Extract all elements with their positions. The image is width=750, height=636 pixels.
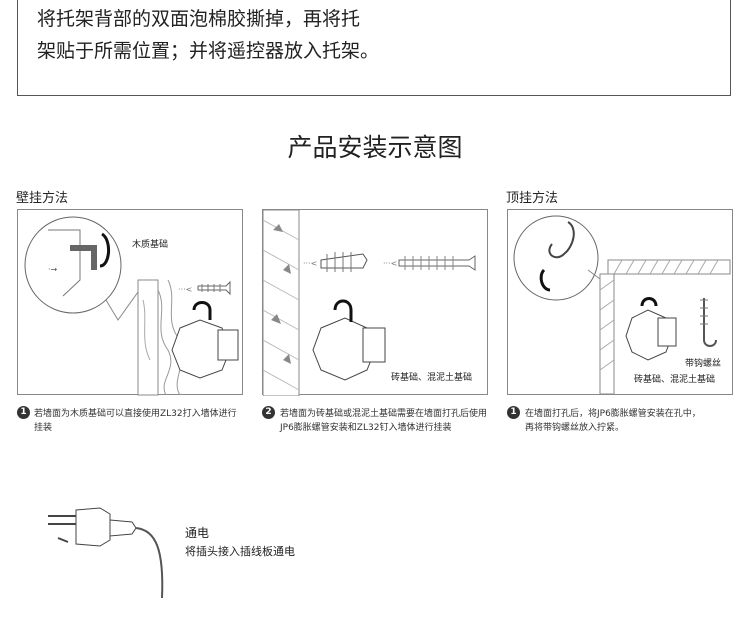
intro-box [17,0,731,96]
ceiling-step-badge: 1 [507,406,520,419]
step-2-text: 若墙面为砖基础或混泥土基础需要在墙面打孔后使用 JP6膨胀螺管安装和ZL32钉入… [280,407,487,435]
ceiling-method-label: 顶挂方法 [506,191,559,206]
power-desc: 将插头接入插线板通电 [185,545,295,558]
intro-line-2: 架贴于所需位置；并将遥控器放入托架。 [37,40,380,62]
panel-ceiling: 带钩螺丝 砖基础、混泥土基础 [507,209,733,395]
ceiling-illustration [513,215,731,395]
ceiling-step-line-2: 再将带钩螺丝放入拧紧。 [525,423,625,433]
step-2-line-1: 若墙面为砖基础或混泥土基础需要在墙面打孔后使用 [280,409,488,419]
wood-base-illustration: ·→ ···< [24,216,239,396]
step-2-badge: 2 [262,406,275,419]
panel-hook-label: 带钩螺丝 [685,359,722,369]
svg-text:···<: ···< [303,259,317,268]
svg-text:·→: ·→ [48,265,58,274]
ceiling-step-text: 在墙面打孔后，将JP6膨胀螺管安装在孔中， 再将带钩螺丝放入拧紧。 [525,407,701,435]
svg-text:···<: ···< [178,285,192,294]
step-1-text: 若墙面为木质基础可以直接使用ZL32打入墙体进行 挂装 [34,407,237,435]
step-2-line-2: JP6膨胀螺管安装和ZL32钉入墙体进行挂装 [280,423,452,433]
intro-line-1: 将托架背部的双面泡棉胶撕掉，再将托 [37,8,361,30]
page-title: 产品安装示意图 [287,133,463,162]
power-title: 通电 [185,526,210,540]
step-1-line-2: 挂装 [34,423,53,433]
panel-ceiling-base-label: 砖基础、混泥土基础 [634,375,716,385]
panel-wood-base: ·→ ···< 木质基础 [17,209,243,396]
brick-base-illustration: ···< ···< [263,210,476,396]
panel-brick-base: ···< ···< 砖基础、混泥土基础 [262,209,488,396]
svg-text:···<: ···< [383,259,397,268]
step-1-badge: 1 [17,406,30,419]
panel-brick-label: 砖基础、混泥土基础 [391,373,473,383]
ceiling-step-line-1: 在墙面打孔后，将JP6膨胀螺管安装在孔中， [525,409,701,419]
power-plug-illustration [48,507,164,599]
panel-wood-label: 木质基础 [132,240,169,250]
step-1-line-1: 若墙面为木质基础可以直接使用ZL32打入墙体进行 [34,409,237,419]
wall-method-label: 壁挂方法 [16,191,69,206]
